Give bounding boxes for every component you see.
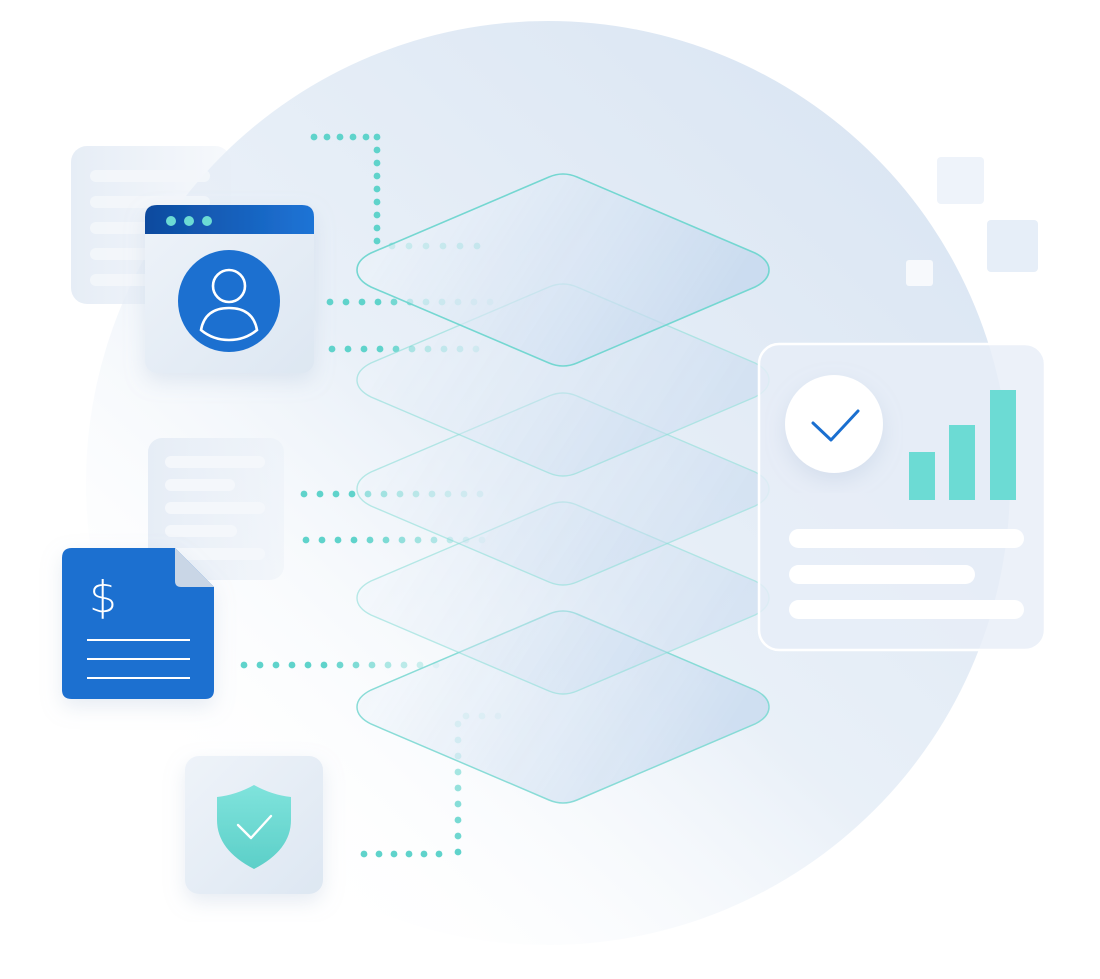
dashboard-line-2 [789,565,975,584]
bar-3 [990,390,1016,500]
bar-1 [909,452,935,500]
user-profile-window-icon [145,205,314,373]
invoice-dollar-icon: $ [62,548,214,699]
document-icon [148,438,284,580]
connector-invoice [240,661,440,669]
connector-top [310,133,381,245]
bar-2 [949,425,975,500]
dashboard-line-1 [789,529,1024,548]
decorative-squares [906,157,1038,286]
analytics-dashboard-icon [757,342,1047,652]
shield-check-icon [185,756,323,894]
data-layer-1 [356,173,770,367]
invoice-currency-symbol: $ [89,572,117,623]
data-layer-stack [356,173,770,804]
bar-chart-icon [909,390,1016,500]
dashboard-line-3 [789,600,1024,619]
check-icon [785,375,883,473]
